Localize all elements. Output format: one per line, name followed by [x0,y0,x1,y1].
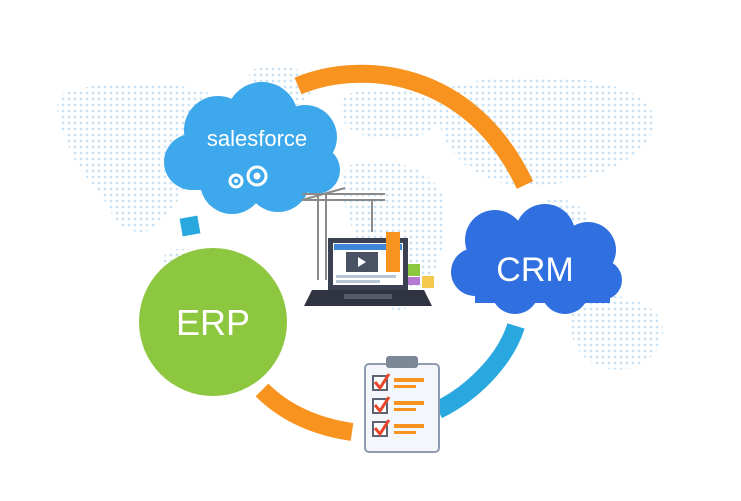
salesforce-logo-text: salesforce [207,126,307,151]
gears-icon [228,165,268,189]
orange-arc-bottom [255,383,354,441]
orange-arc-top [294,64,534,189]
erp-label: ERP [176,302,250,343]
blue-connector-square [179,215,201,237]
connection-arcs [179,64,534,441]
laptop-under-construction-icon [301,187,434,306]
crm-cloud: CRM [451,204,622,314]
salesforce-cloud: salesforce [164,82,340,214]
blue-arc-right [433,322,525,419]
clipboard-checklist-icon [364,356,440,453]
crm-label: CRM [496,251,573,289]
erp-node: ERP [139,248,287,396]
